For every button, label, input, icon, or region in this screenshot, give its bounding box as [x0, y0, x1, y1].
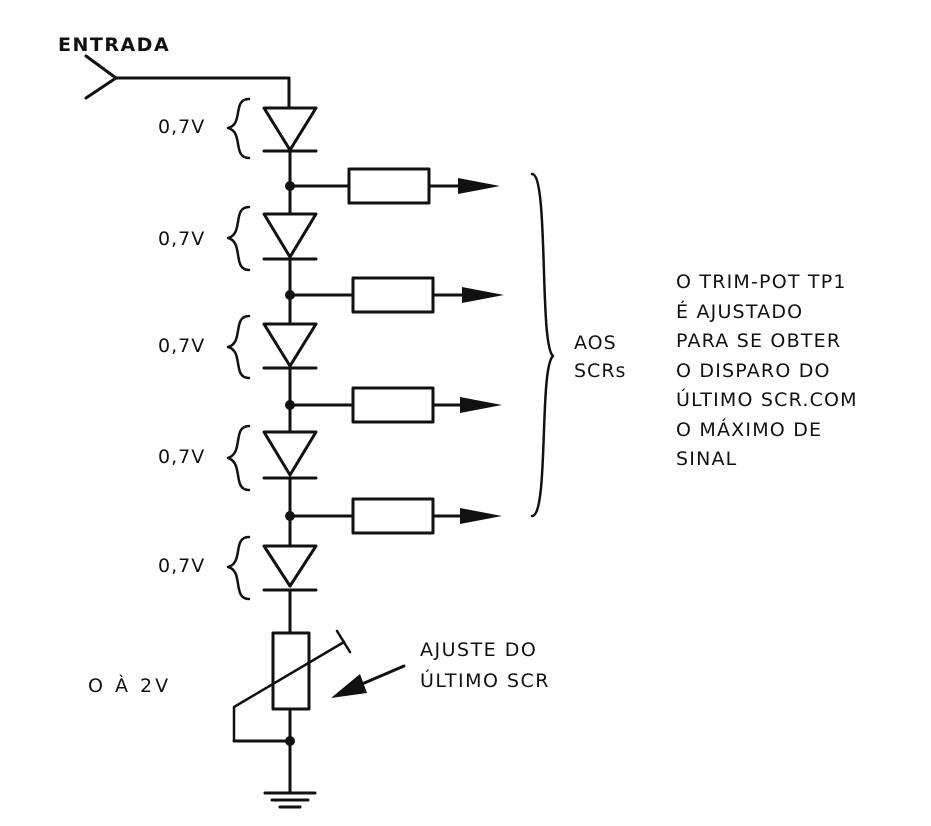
adjust-label-line-2: ÚLTIMO SCR	[420, 670, 551, 692]
voltage-brace-4	[226, 424, 251, 492]
node-junction	[285, 736, 295, 746]
adjust-arrow	[331, 664, 406, 698]
note-line-1: O TRIM-POT TP1	[676, 271, 847, 293]
note-line-3: PARA SE OBTER	[676, 330, 842, 352]
diode-3	[262, 322, 318, 370]
range-label: O À 2V	[88, 675, 172, 697]
tap-2	[285, 276, 504, 314]
diode-2	[262, 212, 318, 261]
voltage-brace-2	[226, 205, 251, 272]
note-line-7: SINAL	[676, 448, 738, 470]
input-terminal	[84, 54, 291, 110]
tap-1	[285, 167, 500, 205]
diode-drop-label-5: 0,7V	[158, 555, 206, 577]
output-group-label-line-1: AOS	[574, 332, 617, 354]
diode-drop-label-4: 0,7V	[158, 446, 206, 468]
trim-pot-tp1	[232, 629, 352, 743]
voltage-brace-5	[226, 535, 251, 601]
voltage-brace-1	[226, 97, 251, 160]
voltage-brace-3	[226, 314, 251, 380]
adjust-label-line-1: AJUSTE DO	[420, 639, 538, 661]
ground-icon	[263, 791, 317, 809]
diode-4	[262, 430, 318, 480]
note-line-6: O MÁXIMO DE	[676, 418, 823, 441]
diode-drop-label-1: 0,7V	[158, 116, 206, 138]
input-label: ENTRADA	[58, 34, 171, 56]
output-brace	[530, 172, 555, 518]
note-line-2: É AJUSTADO	[676, 300, 804, 323]
diode-5	[262, 544, 318, 592]
diode-drop-label-3: 0,7V	[158, 335, 206, 357]
diode-1	[262, 106, 318, 153]
diode-drop-label-2: 0,7V	[158, 228, 206, 250]
tap-4	[285, 497, 502, 535]
tap-3	[285, 386, 502, 424]
adjustment-note: O TRIM-POT TP1 É AJUSTADO PARA SE OBTER …	[676, 268, 858, 475]
output-group-label-line-2: SCRs	[574, 360, 627, 382]
note-line-4: O DISPARO DO	[676, 359, 831, 382]
note-line-5: ÚLTIMO SCR.COM	[676, 389, 858, 411]
